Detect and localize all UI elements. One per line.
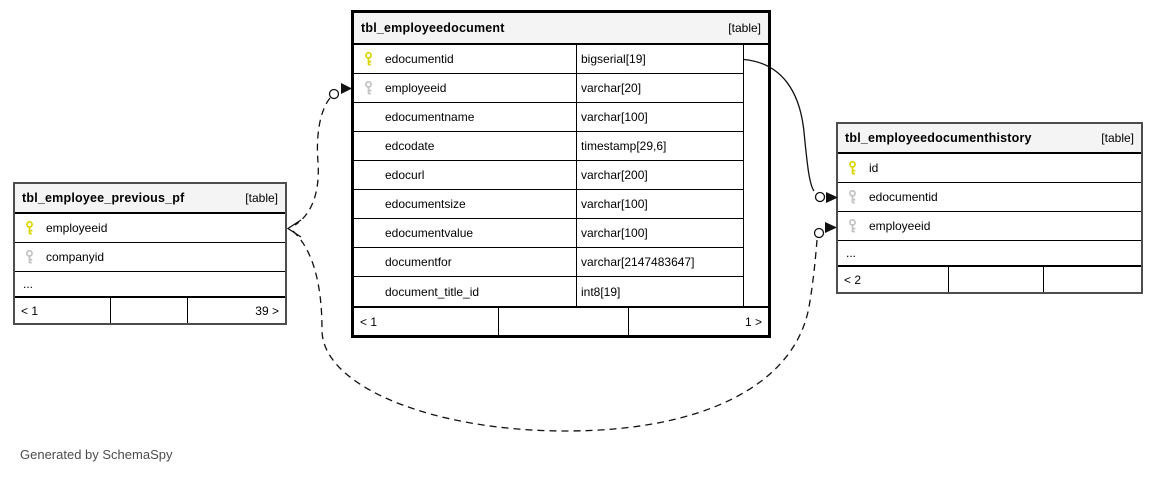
relationship-anchor-column [744,45,768,306]
footer-cell-middle [949,267,1044,292]
edge-terminator-circle [328,88,340,100]
table-header: tbl_employeedocumenthistory [table] [838,124,1141,154]
table-row: employeeid [15,214,285,243]
table-row: employeeid varchar[20] [354,74,744,103]
column-name: companyid [46,250,105,264]
table-row: edocurl varchar[200] [354,161,744,190]
column-name: employeeid [869,219,931,233]
column-type: varchar[100] [577,219,744,247]
table-row: id [838,154,1141,183]
table-title[interactable]: tbl_employeedocument [361,21,505,35]
column-type: int8[19] [577,277,744,306]
table-badge: [table] [728,21,761,35]
column-name: edocumentid [869,190,938,204]
open-arrowhead-left-table [286,219,302,238]
edge-terminator-circle [813,227,825,239]
footer-cell-right [1044,267,1141,292]
column-name: edocumentsize [385,197,466,211]
foreign-key-icon [362,81,375,95]
table-header: tbl_employeedocument [table] [354,13,768,45]
column-type: varchar[100] [577,190,744,218]
table-badge: [table] [245,191,278,205]
footer-cell-right: 1 > [744,314,762,329]
table-row: edocumentsize varchar[100] [354,190,744,219]
primary-key-icon [362,52,375,66]
edge-employeeid-dashed-left [294,97,331,226]
table-title[interactable]: tbl_employee_previous_pf [22,191,185,205]
footer-cell-right: 39 > [255,303,279,318]
column-name: edcodate [385,139,435,153]
table-footer: < 2 [838,265,1141,292]
footer-cell-middle [111,298,188,323]
table-header: tbl_employee_previous_pf [table] [15,184,285,214]
table-row: employeeid [838,212,1141,241]
table-tbl_employeedocument: tbl_employeedocument [table] edocumentid… [351,10,771,338]
table-row: edocumentvalue varchar[100] [354,219,744,248]
footer-cell-left: < 2 [838,267,949,292]
column-name: edocurl [385,168,425,182]
footer-cell-middle [499,308,629,335]
edge-terminator-circle [814,191,826,203]
table-badge: [table] [1101,131,1134,145]
generated-by-label: Generated by SchemaSpy [20,447,173,462]
table-row: edocumentname varchar[100] [354,103,744,132]
table-row: documentfor varchar[2147483647] [354,248,744,277]
foreign-key-icon [846,219,859,233]
foreign-key-icon [846,190,859,204]
column-name: edocumentvalue [385,226,474,240]
footer-cell-left: < 1 [354,308,499,335]
table-tbl_employee_previous_pf: tbl_employee_previous_pf [table] employe… [13,182,287,325]
footer-cell-left: < 1 [15,298,111,323]
table-footer: < 1 1 > [354,306,768,335]
column-name: id [869,161,879,175]
table-title[interactable]: tbl_employeedocumenthistory [845,131,1032,145]
column-name: documentfor [385,255,452,269]
foreign-key-icon [23,250,36,264]
column-name: edocumentname [385,110,475,124]
table-footer: < 1 39 > [15,296,285,323]
column-type: varchar[20] [577,74,744,102]
column-name: edocumentid [385,52,454,66]
column-type: bigserial[19] [577,45,744,73]
table-row: edocumentid bigserial[19] [354,45,744,74]
table-row: edcodate timestamp[29,6] [354,132,744,161]
column-name: document_title_id [385,284,480,299]
table-row: companyid [15,243,285,272]
hidden-columns-ellipsis: ... [23,277,34,291]
column-name: employeeid [385,81,447,95]
primary-key-icon [23,221,36,235]
table-row: edocumentid [838,183,1141,212]
table-body: edocumentid bigserial[19] employeeid var… [354,45,768,306]
hidden-columns-ellipsis: ... [846,246,857,260]
column-type: timestamp[29,6] [577,132,744,160]
column-name: employeeid [46,221,108,235]
column-type: varchar[2147483647] [577,248,744,276]
column-type: varchar[200] [577,161,744,189]
primary-key-icon [846,161,859,175]
table-tbl_employeedocumenthistory: tbl_employeedocumenthistory [table] id [836,122,1143,294]
table-row: document_title_id int8[19] [354,277,744,306]
column-type: varchar[100] [577,103,744,131]
